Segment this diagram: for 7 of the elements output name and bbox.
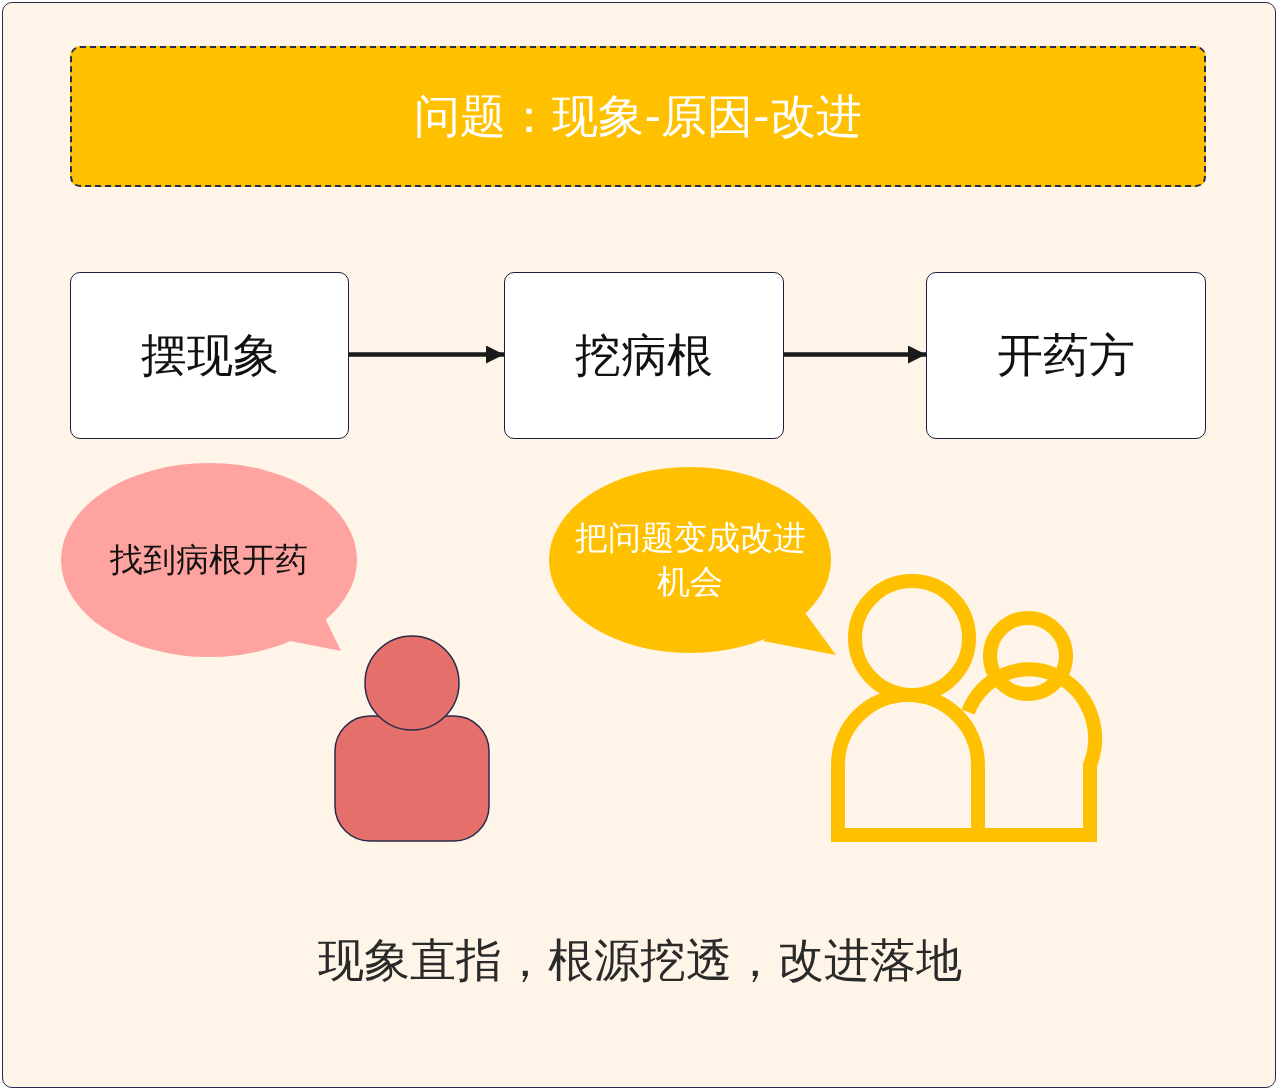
arrow xyxy=(784,345,926,364)
arrow xyxy=(349,345,504,364)
caption-text: 现象直指，根源挖透，改进落地 xyxy=(317,932,963,989)
process-box: 挖病根 xyxy=(504,272,784,439)
process-box: 开药方 xyxy=(926,272,1206,439)
title-banner: 问题：现象-原因-改进 xyxy=(70,46,1206,187)
process-box: 摆现象 xyxy=(70,272,349,439)
